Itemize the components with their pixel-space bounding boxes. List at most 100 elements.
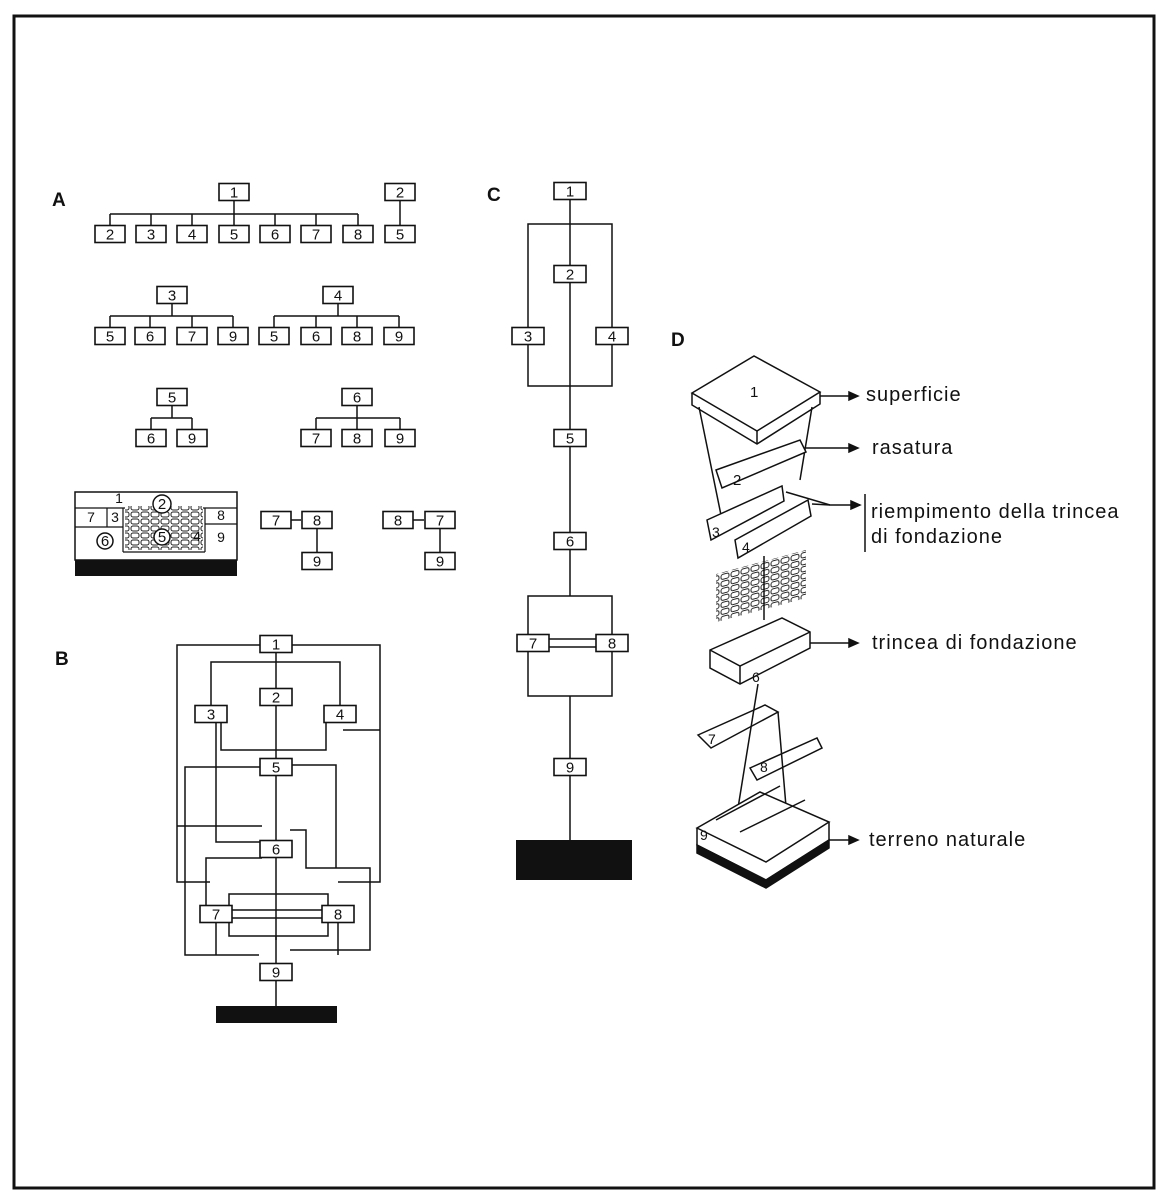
b-node-7: 7 [199, 904, 233, 924]
a-tree4-child: 5 [258, 326, 290, 346]
svg-text:8: 8 [353, 431, 361, 448]
a-tree1-child: 2 [94, 224, 126, 244]
svg-text:6: 6 [271, 227, 279, 244]
a-tree1-child: 3 [135, 224, 167, 244]
b-node-1: 1 [259, 634, 293, 654]
svg-text:5: 5 [272, 760, 280, 777]
panel-b [176, 644, 381, 1008]
svg-text:5: 5 [230, 227, 238, 244]
a-pair2-right: 7 [424, 510, 456, 530]
svg-text:9: 9 [566, 760, 574, 777]
c-node-1: 1 [553, 181, 587, 201]
section-label-4: 4 [193, 528, 201, 544]
svg-text:2: 2 [566, 267, 574, 284]
svg-text:6: 6 [353, 390, 361, 407]
svg-text:8: 8 [353, 329, 361, 346]
panel-d-layer-numbers: 1 2 3 4 6 7 8 9 [700, 384, 768, 843]
svg-text:1: 1 [230, 185, 238, 202]
c-node-8: 8 [595, 633, 629, 653]
a-pair2-left: 8 [382, 510, 414, 530]
a-tree2-child: 5 [384, 224, 416, 244]
annotation-riempimento-line-1: riempimento della trincea [871, 501, 1119, 523]
a-pair2-child: 9 [424, 551, 456, 571]
panel-a-section: 1 2 7 3 8 5 4 9 6 [74, 490, 238, 576]
a-pair1-left: 7 [260, 510, 292, 530]
svg-text:8: 8 [313, 513, 321, 530]
a-tree3-child: 7 [176, 326, 208, 346]
svg-text:9: 9 [229, 329, 237, 346]
svg-text:6: 6 [146, 329, 154, 346]
d-layer-7: 7 [708, 731, 716, 747]
svg-text:9: 9 [396, 431, 404, 448]
a-tree1-child: 8 [342, 224, 374, 244]
c-node-3: 3 [511, 326, 545, 346]
a-tree1-root: 1 [218, 182, 250, 202]
section-label-3: 3 [111, 509, 119, 525]
b-node-8: 8 [321, 904, 355, 924]
svg-text:3: 3 [147, 227, 155, 244]
section-label-2: 2 [158, 496, 166, 513]
svg-text:1: 1 [566, 184, 574, 201]
c-node-5: 5 [553, 428, 587, 448]
svg-text:7: 7 [212, 907, 220, 924]
panel-d-label: D [671, 330, 685, 351]
panel-b-label: B [55, 649, 69, 670]
svg-text:6: 6 [312, 329, 320, 346]
annotation-riempimento-line-2: di fondazione [871, 526, 1003, 548]
d-layer-6: 6 [752, 669, 760, 685]
svg-text:9: 9 [313, 554, 321, 571]
d-layer-1: 1 [750, 384, 758, 401]
section-label-7: 7 [87, 509, 95, 525]
svg-text:5: 5 [566, 431, 574, 448]
panel-d-annotations: superficie rasatura riempimento della tr… [866, 384, 1119, 851]
a-tree6-child: 8 [341, 428, 373, 448]
b-node-5: 5 [259, 757, 293, 777]
panel-d-exploded-view [690, 355, 831, 889]
a-tree4-child: 9 [383, 326, 415, 346]
panel-b-ground [216, 1006, 337, 1023]
svg-text:7: 7 [272, 513, 280, 530]
b-node-9: 9 [259, 962, 293, 982]
a-tree1-child: 7 [300, 224, 332, 244]
svg-text:4: 4 [188, 227, 196, 244]
b-node-2: 2 [259, 687, 293, 707]
svg-text:6: 6 [147, 431, 155, 448]
c-node-4: 4 [595, 326, 629, 346]
c-node-9: 9 [553, 757, 587, 777]
a-tree5-child: 9 [176, 428, 208, 448]
svg-text:7: 7 [436, 513, 444, 530]
svg-text:8: 8 [354, 227, 362, 244]
svg-text:5: 5 [396, 227, 404, 244]
panel-c-label: C [487, 185, 501, 206]
svg-text:8: 8 [394, 513, 402, 530]
svg-text:9: 9 [188, 431, 196, 448]
svg-text:4: 4 [334, 288, 342, 305]
svg-text:5: 5 [270, 329, 278, 346]
a-tree1-child: 5 [218, 224, 250, 244]
a-tree3-root: 3 [156, 285, 188, 305]
a-tree4-child: 6 [300, 326, 332, 346]
panel-d-arrows [785, 390, 866, 846]
a-tree5-child: 6 [135, 428, 167, 448]
svg-text:2: 2 [396, 185, 404, 202]
c-node-2: 2 [553, 264, 587, 284]
svg-text:9: 9 [436, 554, 444, 571]
section-label-5: 5 [158, 529, 166, 546]
c-node-7: 7 [516, 633, 550, 653]
b-node-6: 6 [259, 839, 293, 859]
panel-a [109, 201, 441, 553]
d-layer-3: 3 [712, 524, 720, 540]
svg-text:2: 2 [272, 690, 280, 707]
svg-text:1: 1 [272, 637, 280, 654]
annotation-superficie: superficie [866, 384, 962, 406]
a-tree3-child: 9 [217, 326, 249, 346]
svg-text:3: 3 [207, 707, 215, 724]
a-tree2-root: 2 [384, 182, 416, 202]
panel-c-ground [516, 840, 632, 880]
d-layer-4: 4 [742, 539, 750, 555]
svg-text:5: 5 [106, 329, 114, 346]
